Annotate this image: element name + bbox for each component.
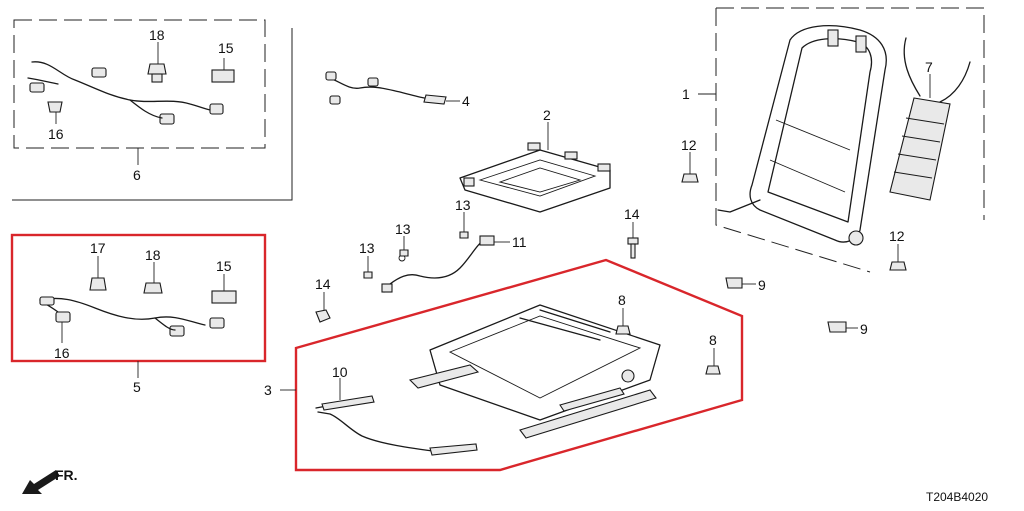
seat-pan-2 bbox=[459, 122, 611, 213]
callout-4: 4 bbox=[462, 93, 470, 109]
callout-5: 5 bbox=[133, 379, 141, 395]
seat-back-frame-1 bbox=[698, 7, 985, 273]
group-6-outline bbox=[12, 28, 293, 201]
callout-6: 6 bbox=[133, 167, 141, 183]
clip-16-top bbox=[47, 101, 63, 113]
callout-13-b: 13 bbox=[395, 221, 411, 237]
clip-17 bbox=[89, 277, 107, 291]
bolt-14-a bbox=[627, 237, 639, 245]
clip-18-top bbox=[147, 63, 167, 75]
nut-12-a bbox=[681, 173, 699, 183]
highlight-box-3 bbox=[294, 258, 744, 472]
clip-13-a bbox=[459, 231, 469, 239]
callout-16-b: 16 bbox=[54, 345, 70, 361]
callout-17: 17 bbox=[90, 240, 106, 256]
tape-15-mid bbox=[211, 290, 237, 304]
front-direction-arrow: FR. bbox=[22, 467, 78, 494]
callout-18-b: 18 bbox=[145, 247, 161, 263]
callout-16-a: 16 bbox=[48, 126, 64, 142]
callout-8-a: 8 bbox=[618, 292, 626, 308]
callout-13-a: 13 bbox=[455, 197, 471, 213]
tape-15-top bbox=[211, 69, 235, 83]
callout-15-b: 15 bbox=[216, 258, 232, 274]
group-6-harness-kit bbox=[12, 19, 293, 201]
callout-7: 7 bbox=[925, 59, 933, 75]
diagram-code: T204B4020 bbox=[926, 490, 988, 504]
callout-1: 1 bbox=[682, 86, 690, 102]
callout-3: 3 bbox=[264, 382, 272, 398]
callout-9-a: 9 bbox=[758, 277, 766, 293]
group-1-dashed-box bbox=[715, 7, 985, 273]
wire-10 bbox=[315, 378, 478, 456]
arrow-icon bbox=[22, 470, 60, 494]
harness-5 bbox=[39, 297, 206, 326]
seat-track-3 bbox=[280, 258, 744, 472]
bolt-14-b bbox=[315, 309, 331, 323]
callout-2: 2 bbox=[543, 107, 551, 123]
lumbar-support-7 bbox=[889, 37, 971, 201]
bracket-9-b bbox=[827, 321, 847, 333]
wire-11 bbox=[381, 235, 510, 293]
bracket-9-a bbox=[725, 277, 743, 289]
clip-13-c bbox=[363, 271, 373, 279]
clip-18-mid bbox=[143, 282, 163, 294]
callouts: 1 2 3 4 5 6 7 8 8 9 9 10 11 12 12 13 13 … bbox=[48, 27, 933, 398]
callout-15-a: 15 bbox=[218, 40, 234, 56]
group-6-dashed-box bbox=[13, 19, 266, 149]
direction-label: FR. bbox=[55, 467, 78, 483]
highlight-box-5 bbox=[10, 233, 267, 363]
clip-13-b bbox=[399, 249, 409, 257]
callout-14-b: 14 bbox=[315, 276, 331, 292]
clip-8-b bbox=[705, 365, 721, 375]
nut-12-b bbox=[889, 261, 907, 271]
callout-14-a: 14 bbox=[624, 206, 640, 222]
callout-11: 11 bbox=[512, 234, 527, 250]
fasteners bbox=[315, 152, 907, 375]
harness-4 bbox=[325, 71, 460, 105]
callout-9-b: 9 bbox=[860, 321, 868, 337]
callout-12-b: 12 bbox=[889, 228, 905, 244]
callout-8-b: 8 bbox=[709, 332, 717, 348]
callout-13-c: 13 bbox=[359, 240, 375, 256]
clip-8-a bbox=[615, 325, 631, 335]
callout-18-a: 18 bbox=[149, 27, 165, 43]
callout-12-a: 12 bbox=[681, 137, 697, 153]
callout-10: 10 bbox=[332, 364, 348, 380]
group-5-harness-kit bbox=[10, 233, 267, 378]
